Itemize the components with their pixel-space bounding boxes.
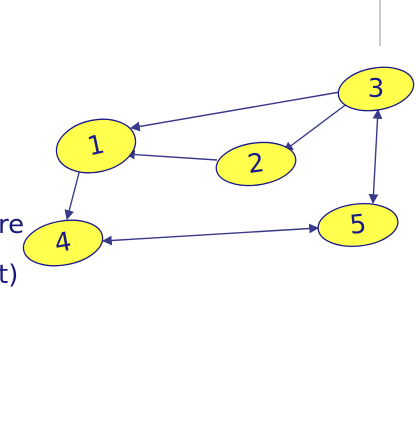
graph-node-1: 1 (55, 118, 137, 174)
node-2-label: 2 (246, 148, 267, 180)
node-5-label: 5 (348, 209, 368, 241)
node-1-ellipse (55, 118, 137, 174)
edge-4-5 (102, 223, 319, 246)
node-5-ellipse (317, 203, 399, 247)
graph-node-2: 2 (215, 141, 297, 187)
graph-node-4: 4 (22, 219, 104, 267)
node-1-label: 1 (85, 130, 107, 163)
node-3-ellipse (337, 66, 415, 112)
node-4-label: 4 (52, 227, 74, 259)
node-3-label: 3 (368, 74, 385, 104)
node-4-ellipse (22, 219, 104, 267)
edge-3-5 (368, 109, 383, 204)
cut-off-text-re: re (0, 210, 25, 240)
edge-1-4 (64, 168, 81, 220)
graph-node-3: 3 (337, 66, 415, 112)
edge-3-2 (283, 102, 349, 152)
node-2-ellipse (215, 141, 297, 187)
graph-node-5: 5 (317, 203, 399, 247)
graph-edges (64, 91, 383, 246)
cut-off-text-t: t) (0, 260, 19, 290)
edge-3-1 (130, 91, 341, 132)
edge-2-1 (125, 149, 218, 161)
